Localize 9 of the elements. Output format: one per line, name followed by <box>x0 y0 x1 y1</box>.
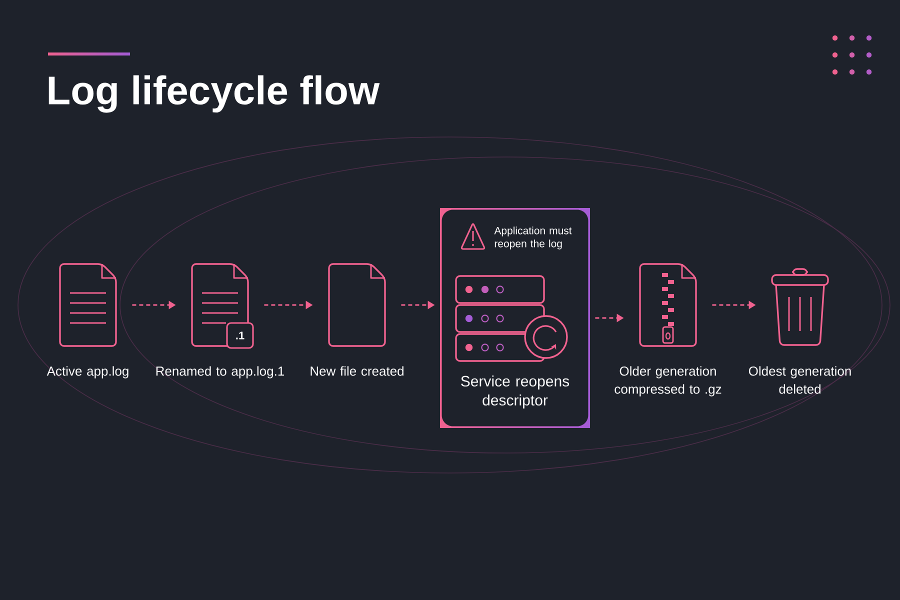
warning-text: Application must reopen the log <box>494 226 572 250</box>
step-label: New file created <box>310 366 404 376</box>
title: Log lifecycle flow <box>48 75 380 113</box>
step-label: Active app.log <box>46 366 128 378</box>
step-label: Service reopens descriptor <box>461 376 570 408</box>
badge: .1 <box>226 322 254 349</box>
step-label: Older generation compressed to .gz <box>614 366 722 396</box>
step-label: Oldest generation deleted <box>748 366 851 394</box>
step-label: Renamed to app.log.1 <box>156 366 284 378</box>
